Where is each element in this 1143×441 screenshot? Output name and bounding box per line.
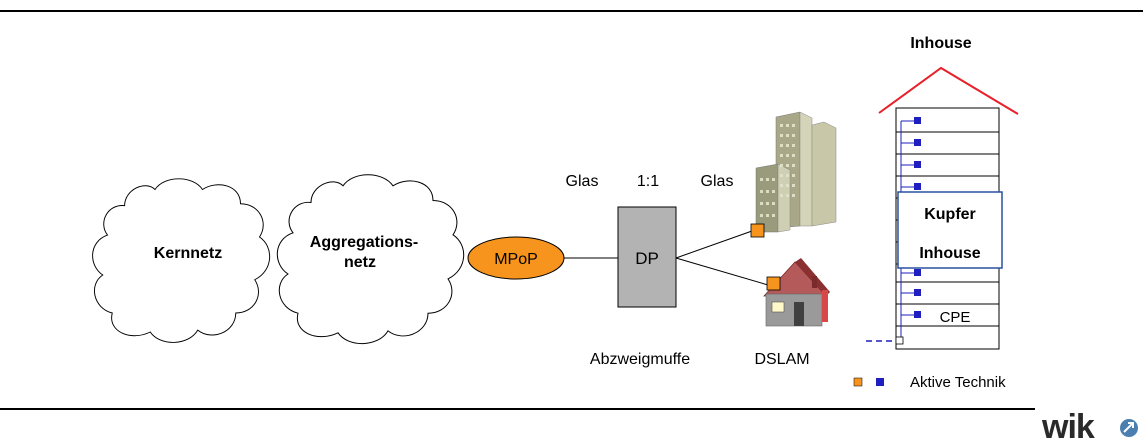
dslam-label: DSLAM — [754, 351, 809, 368]
link-dp-building — [675, 230, 753, 259]
inhouse-roof — [878, 66, 1019, 115]
kupfer-label: Kupfer — [924, 206, 976, 223]
wik-logo: wik — [1041, 408, 1095, 441]
active-device-house — [766, 276, 781, 291]
cpe-label: CPE — [940, 309, 971, 326]
kupfer-inhouse-box — [897, 191, 1003, 269]
legend-blue-swatch — [876, 378, 884, 386]
house-icon — [763, 258, 830, 327]
abzweigmuffe-label: Abzweigmuffe — [590, 351, 690, 368]
inhouse-title: Inhouse — [910, 35, 971, 52]
dp-label: DP — [635, 249, 659, 268]
building-entry-point — [895, 336, 904, 345]
kernnetz-label: Kernnetz — [154, 245, 222, 262]
inhouse-box-label: Inhouse — [919, 245, 980, 262]
aggregation-label-line2: netz — [344, 254, 376, 271]
legend-orange-swatch — [853, 377, 863, 387]
office-building-icon — [755, 111, 837, 233]
link-dp-house — [675, 257, 769, 286]
aggregation-label-line1: Aggregations- — [310, 234, 418, 251]
active-device-building — [750, 223, 765, 238]
wik-logo-mark-icon — [1120, 419, 1138, 437]
glas-right-label: Glas — [701, 173, 734, 190]
glas-left-label: Glas — [566, 173, 599, 190]
dp-node — [617, 206, 677, 308]
legend-label: Aktive Technik — [910, 374, 1006, 391]
ratio-label: 1:1 — [637, 173, 659, 190]
mpop-label: MPoP — [494, 251, 538, 268]
